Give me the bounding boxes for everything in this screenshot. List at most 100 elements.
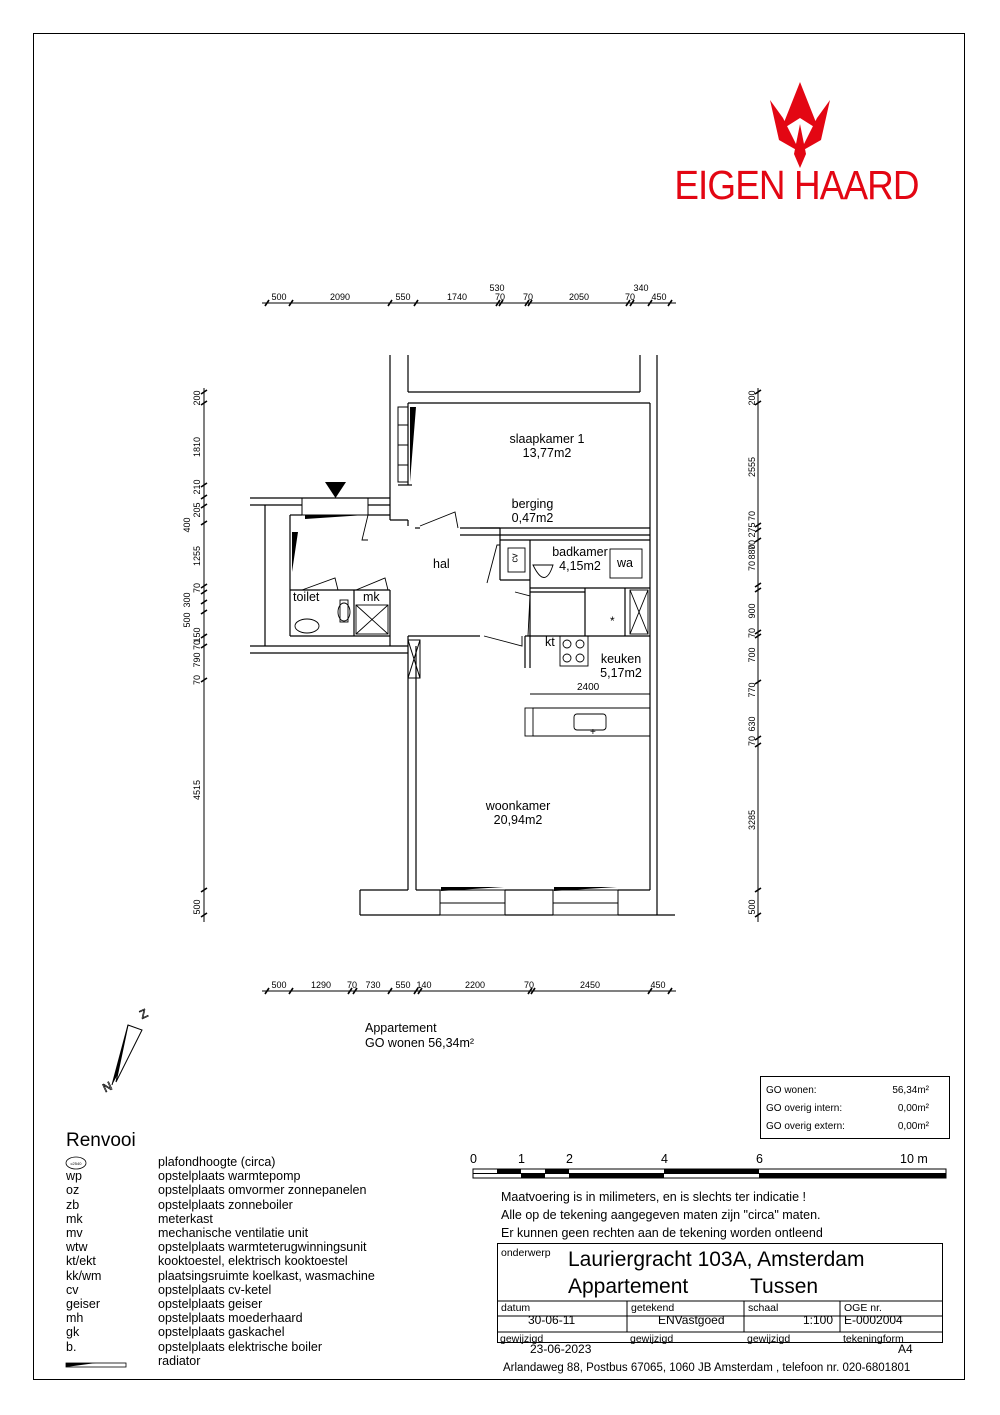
legend-desc: radiator — [158, 1353, 201, 1368]
go-value: 56,34m² — [892, 1085, 929, 1096]
legend-desc: meterkast — [158, 1211, 213, 1226]
scale-label: 2 — [566, 1152, 573, 1166]
go-value: 0,00m² — [897, 1103, 929, 1114]
caption-line-1: Appartement — [365, 1021, 437, 1035]
gewijzigd-value: 23-06-2023 — [530, 1342, 592, 1356]
legend-desc: opstelplaats moederhaard — [158, 1311, 303, 1326]
dimension-tick — [527, 987, 533, 995]
caption-line-2: GO wonen 56,34m² — [365, 1036, 475, 1050]
dimension-label: 150 — [192, 627, 202, 642]
dimension-label: 1290 — [311, 980, 331, 990]
dimension-label: 1740 — [447, 292, 467, 302]
scale-label: 4 — [661, 1152, 668, 1166]
svg-text:c2540: c2540 — [71, 1161, 83, 1166]
note-line: Maatvoering is in milimeters, en is slec… — [501, 1190, 806, 1204]
symbol-wa: wa — [617, 556, 633, 570]
dimension-label: 70 — [747, 561, 757, 571]
dimension-label: 70 — [347, 980, 357, 990]
dimension-label: 730 — [365, 980, 380, 990]
dimension-label: 2200 — [465, 980, 485, 990]
go-label: GO overig intern: — [766, 1103, 843, 1114]
dimension-tick — [498, 299, 504, 307]
legend-desc: mechanische ventilatie unit — [158, 1226, 309, 1240]
legend-abbr: cv — [66, 1282, 79, 1297]
dimension-tick — [200, 887, 208, 893]
dimension-label: 200 — [747, 390, 757, 405]
dimension-tick — [200, 633, 208, 639]
symbol-mk: mk — [363, 590, 380, 604]
scale-label: 10 m — [900, 1152, 928, 1166]
room-name: badkamer — [552, 545, 608, 559]
go-label: GO overig extern: — [766, 1121, 845, 1132]
dimension-label: 500 — [192, 899, 202, 914]
room-berging: berging 0,47m2 — [505, 497, 560, 525]
walls — [250, 355, 675, 916]
dimension-tick — [754, 742, 762, 748]
getekend-value: ENVastgoed — [658, 1313, 725, 1327]
symbol-cv: cv — [509, 553, 520, 563]
dwelling-position: Tussen — [750, 1275, 819, 1298]
room-name: keuken — [600, 652, 642, 666]
legend-abbr: mv — [66, 1226, 83, 1240]
dimension-tick — [413, 299, 419, 307]
legend-desc: plafondhoogte (circa) — [158, 1155, 276, 1169]
dimension-label: 630 — [747, 716, 757, 731]
dimension-tick — [200, 400, 208, 406]
room-keuken: keuken 5,17m2 — [598, 652, 644, 680]
dimension-tick — [200, 482, 208, 488]
room-name: slaapkamer 1 — [509, 432, 585, 446]
dimension-label: 140 — [416, 980, 431, 990]
dimension-tick — [495, 299, 501, 307]
dimension-label: 70 — [747, 540, 757, 550]
dimension-label: 205 — [192, 502, 202, 517]
dimension-tick — [352, 987, 358, 995]
oge-label: OGE nr. — [844, 1302, 882, 1314]
dimension-tick — [667, 299, 673, 307]
dimension-tick — [387, 987, 393, 995]
room-area: 5,17m2 — [600, 666, 642, 680]
room-badkamer: badkamer 4,15m2 — [545, 545, 615, 573]
legend-abbr: oz — [66, 1183, 80, 1198]
dimension-tick — [288, 299, 294, 307]
dimension-tick — [754, 633, 762, 639]
dimension-label: 340 — [633, 283, 648, 293]
dimension-tick — [629, 299, 635, 307]
room-area: 20,94m2 — [493, 813, 543, 827]
dimension-label: 70 — [524, 980, 534, 990]
dimension-label: 550 — [395, 980, 410, 990]
dimension-tick — [288, 987, 294, 995]
dimension-label: 880 — [747, 544, 757, 559]
dimension-tick — [524, 299, 530, 307]
symbol-kt: kt — [545, 635, 555, 649]
dimension-label: 70 — [625, 292, 635, 302]
windows — [301, 406, 619, 916]
dimension-tick — [754, 582, 762, 588]
dimension-tick — [200, 583, 208, 589]
title-block-lines — [497, 1300, 943, 1333]
scale-label: 1 — [518, 1152, 525, 1166]
dimension-tick — [200, 643, 208, 649]
dimension-tick — [530, 987, 536, 995]
ceiling-height-icon: c2540 — [65, 1156, 87, 1170]
renvooi-title: Renvooi — [66, 1130, 136, 1151]
dimension-label: 1255 — [192, 546, 202, 566]
onderwerp-label: onderwerp — [501, 1247, 551, 1259]
drawing-frame — [33, 33, 965, 1380]
legend-desc: opstelplaats warmteterugwinningsunit — [158, 1240, 367, 1255]
dimension-label: 70 — [747, 511, 757, 521]
legend-desc: opstelplaats elektrische boiler — [158, 1339, 322, 1354]
entrance-arrow-icon — [325, 482, 346, 498]
room-area: 13,77m2 — [522, 446, 572, 460]
dimension-tick — [625, 299, 631, 307]
dimension-label: 1810 — [192, 437, 202, 457]
dimension-tick — [647, 299, 653, 307]
legend-abbr: wtw — [66, 1240, 88, 1255]
dimension-label: 530 — [489, 283, 504, 293]
door-swings — [301, 511, 531, 647]
dimension-tick — [754, 389, 762, 395]
go-row: GO wonen: 56,34m² — [766, 1085, 929, 1097]
gewijzigd3-label: gewijzigd — [747, 1333, 791, 1345]
dimension-tick — [200, 912, 208, 918]
dimension-label: 70 — [192, 583, 202, 593]
